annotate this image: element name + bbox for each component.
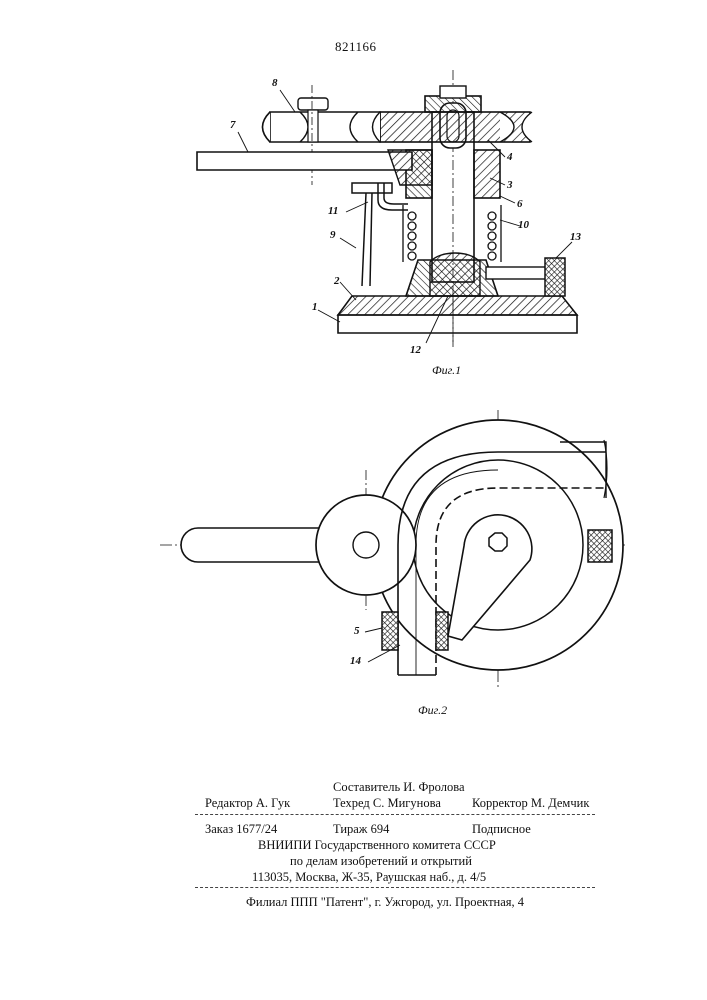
address-line: 113035, Москва, Ж-35, Раушская наб., д. … — [252, 871, 486, 884]
branch-line: Филиал ППП "Патент", г. Ужгород, ул. Про… — [246, 896, 524, 909]
compiler-line: Составитель И. Фролова — [333, 781, 465, 794]
side-screw — [588, 530, 612, 562]
org-line-1: ВНИИПИ Государственного комитета СССР — [258, 839, 496, 852]
techred-line: Техред С. Мигунова — [333, 797, 441, 810]
org-line-2: по делам изобретений и открытий — [290, 855, 472, 868]
figure-2-caption: Фиг.2 — [418, 704, 447, 716]
editor-line: Редактор А. Гук — [205, 797, 290, 810]
order-line: Заказ 1677/24 — [205, 823, 277, 836]
subscription-line: Подписное — [472, 823, 531, 836]
divider-1 — [195, 814, 595, 815]
handle-bar — [181, 528, 330, 562]
label-5: 5 — [354, 626, 360, 637]
print-run-line: Тираж 694 — [333, 823, 389, 836]
divider-2 — [195, 887, 595, 888]
corrector-line: Корректор М. Демчик — [472, 797, 589, 810]
label-14: 14 — [350, 656, 361, 667]
small-roller — [316, 495, 416, 595]
